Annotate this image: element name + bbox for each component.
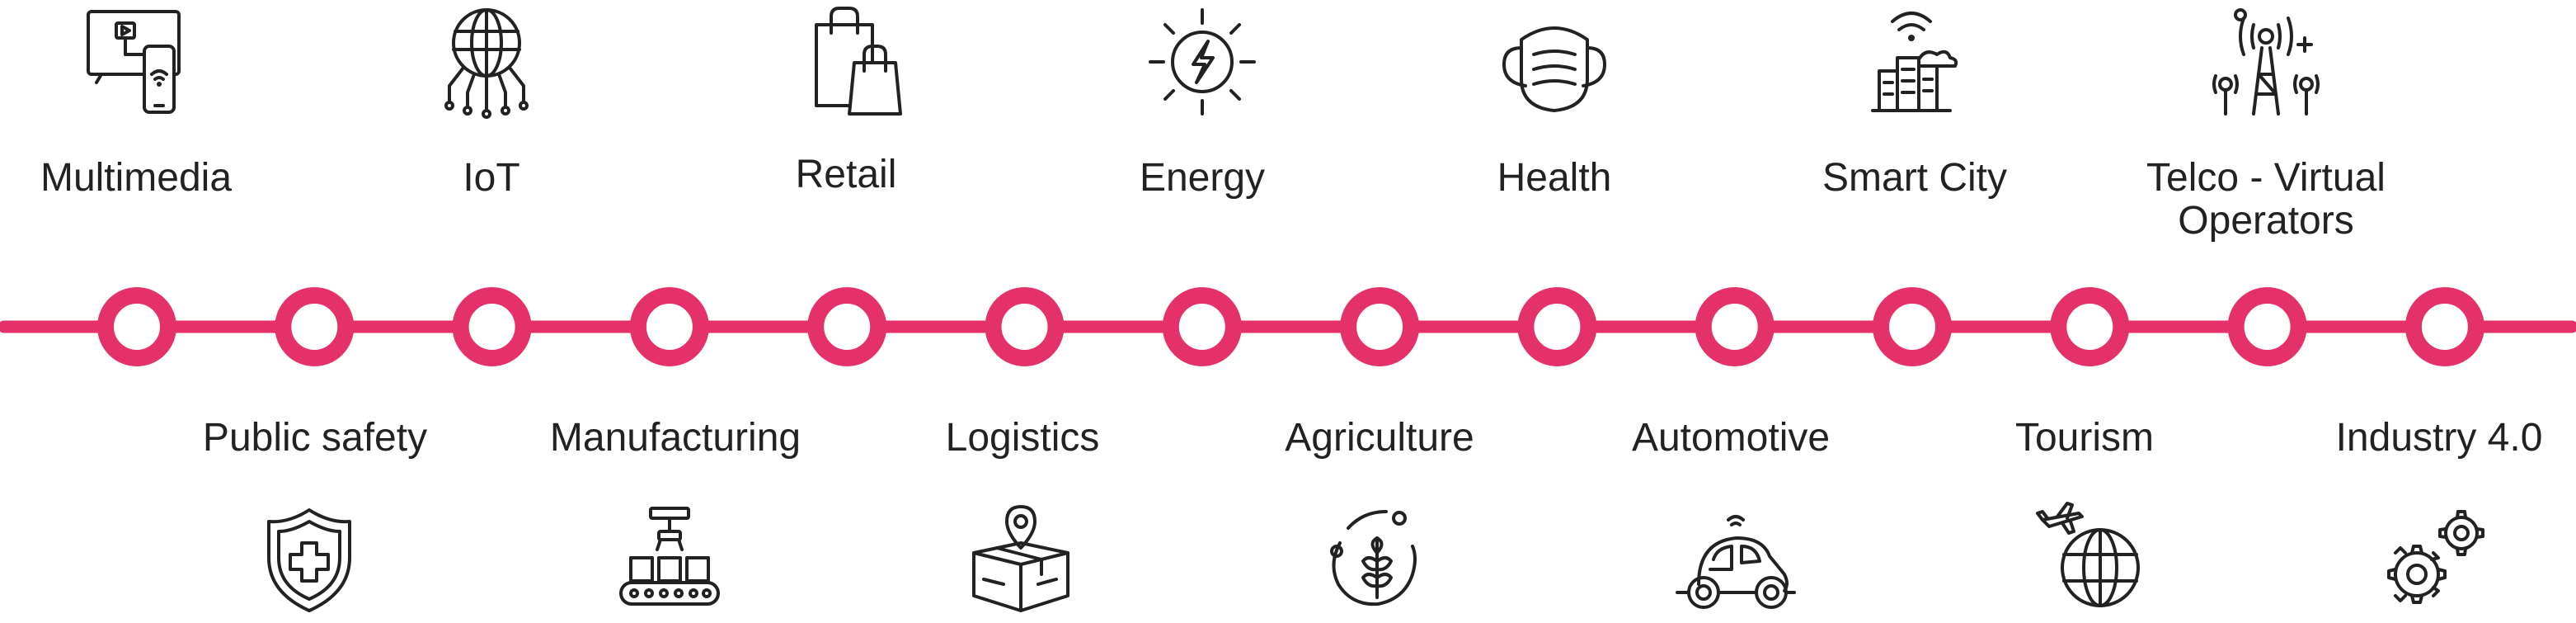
label-automotive: Automotive [1631,416,1831,460]
label-logistics: Logistics [945,416,1100,460]
label-manufacturing: Manufacturing [549,416,801,460]
timeline-node [1340,287,1420,366]
box-location-icon [959,495,1083,619]
label-retail: Retail [795,153,897,196]
label-iot: IoT [463,156,520,200]
label-health: Health [1497,156,1612,200]
label-energy: Energy [1139,156,1266,200]
timeline-node [629,287,709,366]
label-industry-4-0: Industry 4.0 [2335,416,2543,460]
city-wifi-icon [1850,0,1973,124]
timeline-node [2404,287,2484,366]
timeline-node [275,287,355,366]
shield-cross-icon [247,495,371,619]
timeline-nodes [97,287,2484,366]
lightning-sun-icon [1140,0,1264,124]
globe-circuit-icon [425,0,548,124]
plane-globe-icon [2031,495,2155,619]
antenna-tower-icon [2204,0,2328,124]
timeline-node [985,287,1065,366]
label-tourism: Tourism [2014,416,2155,460]
label-smart-city: Smart City [1822,156,2008,200]
timeline-node [1162,287,1242,366]
timeline-node [2050,287,2130,366]
face-mask-icon [1492,0,1616,124]
gears-icon [2372,495,2496,619]
timeline-node [1517,287,1597,366]
label-telco-virtual-operators: Telco - Virtual Operators [2146,156,2386,243]
label-multimedia: Multimedia [40,156,233,200]
timeline-node [2227,287,2307,366]
timeline-node [97,287,176,366]
connected-car-icon [1674,495,1798,619]
timeline-node [452,287,532,366]
tv-phone-icon [70,0,194,124]
timeline-node [807,287,887,366]
label-public-safety: Public safety [202,416,428,460]
shopping-bags-icon [783,0,907,124]
conveyor-robot-icon [608,495,731,619]
timeline-node [1695,287,1775,366]
wheat-circle-icon [1315,495,1439,619]
timeline-node [1873,287,1952,366]
label-agriculture: Agriculture [1285,416,1474,460]
